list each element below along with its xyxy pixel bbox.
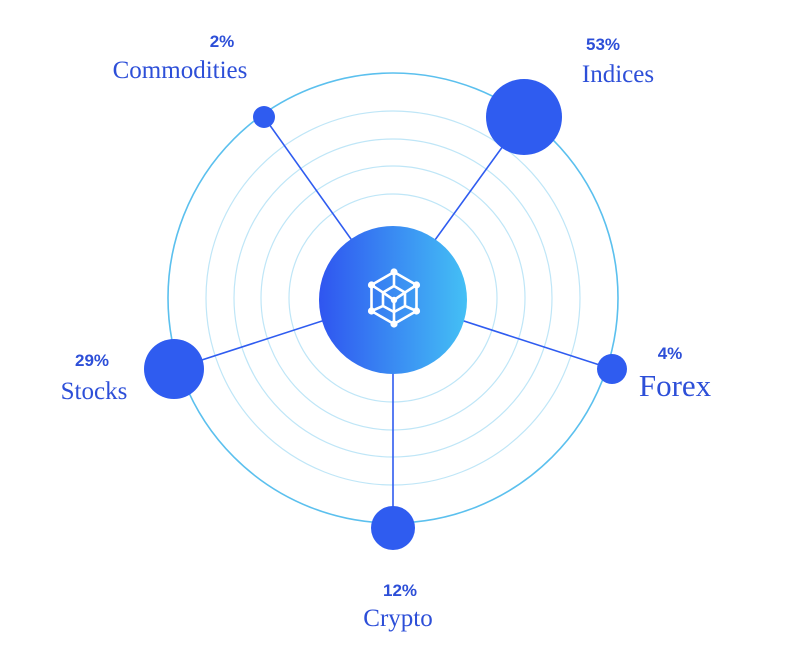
forex-label: Forex — [639, 368, 712, 403]
stocks-percent: 29% — [75, 351, 109, 370]
forex-percent: 4% — [658, 344, 683, 363]
bubbles — [144, 79, 627, 550]
stocks-label: Stocks — [61, 378, 128, 405]
commodities-label: Commodities — [113, 57, 248, 84]
bubble-commodities — [253, 106, 275, 128]
indices-label: Indices — [582, 61, 654, 88]
crypto-label: Crypto — [363, 605, 432, 632]
segment-labels: 2% Commodities 53% Indices 4% Forex 12% … — [61, 32, 712, 632]
bubble-indices — [486, 79, 562, 155]
bubble-forex — [597, 354, 627, 384]
bubble-crypto — [371, 506, 415, 550]
crypto-percent: 12% — [383, 581, 417, 600]
hexagon-network-icon — [367, 268, 421, 328]
indices-percent: 53% — [586, 35, 620, 54]
commodities-percent: 2% — [210, 32, 235, 51]
bubble-stocks — [144, 339, 204, 399]
